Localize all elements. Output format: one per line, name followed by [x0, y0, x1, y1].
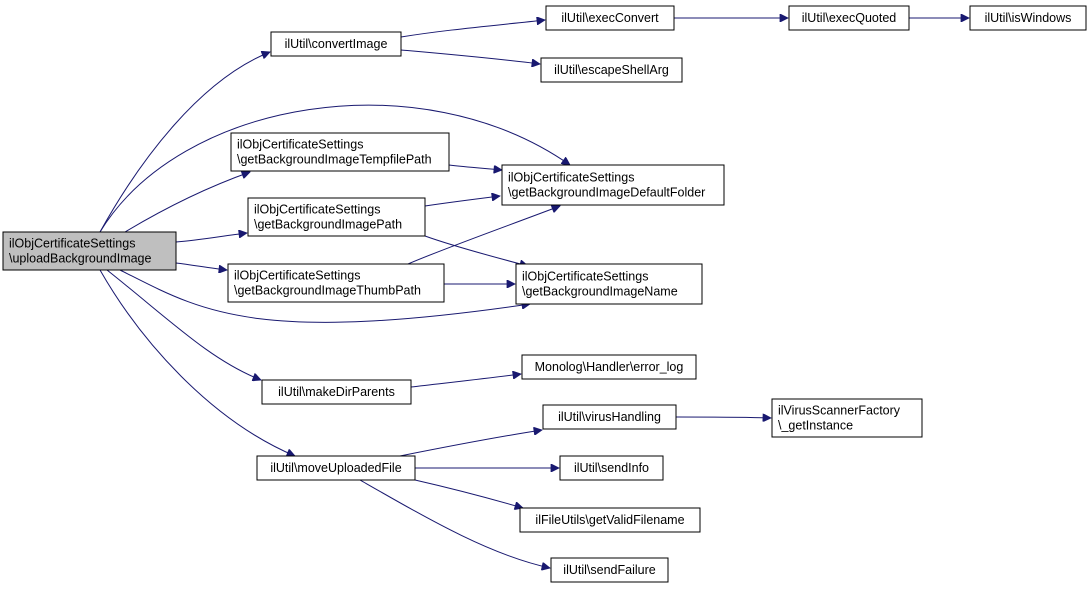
node-label-execQuoted-line-0: ilUtil\execQuoted	[802, 11, 897, 25]
node-box-defaultFolder	[501, 164, 725, 206]
edge-imagePath-to-defaultFolder	[424, 196, 500, 207]
node-box-getInstance	[771, 398, 923, 438]
node-root[interactable]: ilObjCertificateSettings\uploadBackgroun…	[2, 231, 177, 271]
node-label-imagePath-line-1: \getBackgroundImagePath	[254, 218, 402, 232]
node-label-tempfilePath-line-0: ilObjCertificateSettings	[237, 138, 363, 152]
node-label-thumbPath-line-1: \getBackgroundImageThumbPath	[234, 284, 421, 298]
node-errorLog[interactable]: Monolog\Handler\error_log	[521, 354, 697, 380]
node-box-getValidFilename	[519, 507, 701, 533]
node-label-execConvert-line-0: ilUtil\execConvert	[561, 11, 659, 25]
edge-moveUploadedFile-to-getValidFilename	[414, 479, 523, 508]
node-label-imageName-line-0: ilObjCertificateSettings	[522, 270, 648, 284]
edge-tempfilePath-to-defaultFolder	[448, 164, 502, 170]
node-box-imagePath	[247, 197, 426, 237]
edge-root-to-moveUploadedFile	[99, 269, 295, 456]
node-imagePath[interactable]: ilObjCertificateSettings\getBackgroundIm…	[247, 197, 426, 237]
node-box-convertImage	[270, 31, 402, 57]
node-box-execQuoted	[788, 5, 910, 31]
node-label-thumbPath-line-0: ilObjCertificateSettings	[234, 269, 360, 283]
node-label-errorLog-line-0: Monolog\Handler\error_log	[535, 360, 684, 374]
node-box-errorLog	[521, 354, 697, 380]
edge-root-to-tempfilePath	[124, 172, 250, 233]
nodes-layer: ilObjCertificateSettings\uploadBackgroun…	[2, 5, 1087, 583]
node-box-moveUploadedFile	[256, 455, 416, 481]
node-virusHandling[interactable]: ilUtil\virusHandling	[542, 404, 677, 430]
edge-convertImage-to-escapeShellArg	[400, 49, 540, 64]
node-box-root	[2, 231, 177, 271]
node-getValidFilename[interactable]: ilFileUtils\getValidFilename	[519, 507, 701, 533]
node-box-isWindows	[969, 5, 1087, 31]
node-moveUploadedFile[interactable]: ilUtil\moveUploadedFile	[256, 455, 416, 481]
node-label-isWindows-line-0: ilUtil\isWindows	[985, 11, 1072, 25]
node-defaultFolder[interactable]: ilObjCertificateSettings\getBackgroundIm…	[501, 164, 725, 206]
node-box-thumbPath	[227, 263, 445, 303]
node-label-sendInfo-line-0: ilUtil\sendInfo	[574, 461, 649, 475]
node-label-sendFailure-line-0: ilUtil\sendFailure	[563, 563, 655, 577]
edge-makeDirParents-to-errorLog	[410, 374, 521, 388]
edge-moveUploadedFile-to-virusHandling	[399, 430, 542, 457]
edge-root-to-thumbPath	[175, 262, 227, 270]
edge-virusHandling-to-getInstance	[675, 417, 771, 418]
node-label-root-line-0: ilObjCertificateSettings	[9, 237, 135, 251]
node-label-convertImage-line-0: ilUtil\convertImage	[285, 37, 388, 51]
node-label-defaultFolder-line-0: ilObjCertificateSettings	[508, 171, 634, 185]
node-box-makeDirParents	[261, 379, 412, 405]
node-escapeShellArg[interactable]: ilUtil\escapeShellArg	[540, 57, 683, 83]
node-convertImage[interactable]: ilUtil\convertImage	[270, 31, 402, 57]
node-getInstance[interactable]: ilVirusScannerFactory\_getInstance	[771, 398, 923, 438]
node-label-moveUploadedFile-line-0: ilUtil\moveUploadedFile	[270, 461, 401, 475]
edge-root-to-imageName	[119, 269, 530, 323]
node-label-root-line-1: \uploadBackgroundImage	[9, 252, 152, 266]
node-box-escapeShellArg	[540, 57, 683, 83]
node-label-defaultFolder-line-1: \getBackgroundImageDefaultFolder	[508, 186, 705, 200]
edge-convertImage-to-execConvert	[400, 20, 545, 38]
node-execConvert[interactable]: ilUtil\execConvert	[545, 5, 675, 31]
edge-root-to-makeDirParents	[106, 269, 261, 380]
edge-thumbPath-to-defaultFolder	[407, 206, 560, 265]
node-label-virusHandling-line-0: ilUtil\virusHandling	[558, 410, 661, 424]
node-label-tempfilePath-line-1: \getBackgroundImageTempfilePath	[237, 153, 432, 167]
node-thumbPath[interactable]: ilObjCertificateSettings\getBackgroundIm…	[227, 263, 445, 303]
node-label-getValidFilename-line-0: ilFileUtils\getValidFilename	[535, 513, 684, 527]
node-sendInfo[interactable]: ilUtil\sendInfo	[559, 455, 664, 481]
edge-root-to-imagePath	[175, 233, 247, 243]
node-imageName[interactable]: ilObjCertificateSettings\getBackgroundIm…	[515, 263, 703, 305]
edge-root-to-defaultFolder	[99, 104, 570, 233]
node-makeDirParents[interactable]: ilUtil\makeDirParents	[261, 379, 412, 405]
node-box-tempfilePath	[230, 132, 450, 172]
edge-imagePath-to-imageName	[424, 235, 528, 266]
node-sendFailure[interactable]: ilUtil\sendFailure	[550, 557, 669, 583]
node-label-makeDirParents-line-0: ilUtil\makeDirParents	[278, 385, 395, 399]
edge-root-to-convertImage	[99, 52, 270, 233]
node-box-execConvert	[545, 5, 675, 31]
node-box-virusHandling	[542, 404, 677, 430]
node-label-getInstance-line-1: \_getInstance	[778, 419, 853, 433]
node-label-escapeShellArg-line-0: ilUtil\escapeShellArg	[554, 63, 669, 77]
node-label-imageName-line-1: \getBackgroundImageName	[522, 285, 678, 299]
edge-moveUploadedFile-to-sendFailure	[359, 479, 550, 568]
node-isWindows[interactable]: ilUtil\isWindows	[969, 5, 1087, 31]
node-box-sendFailure	[550, 557, 669, 583]
edges-layer	[99, 18, 969, 568]
node-box-sendInfo	[559, 455, 664, 481]
node-tempfilePath[interactable]: ilObjCertificateSettings\getBackgroundIm…	[230, 132, 450, 172]
node-execQuoted[interactable]: ilUtil\execQuoted	[788, 5, 910, 31]
node-label-imagePath-line-0: ilObjCertificateSettings	[254, 203, 380, 217]
node-label-getInstance-line-0: ilVirusScannerFactory	[778, 404, 901, 418]
node-box-imageName	[515, 263, 703, 305]
